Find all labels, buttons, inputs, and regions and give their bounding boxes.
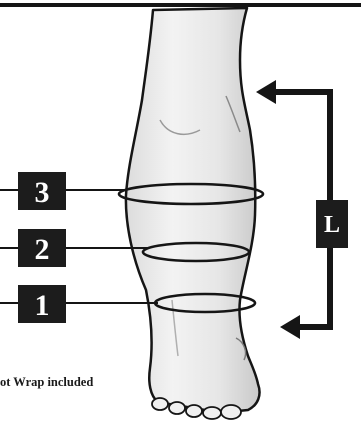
leg-illustration [126,8,260,419]
measurement-point-2-label: 2 [35,233,50,266]
measurement-point-2: 2 [18,229,66,267]
length-arrow-top [256,80,276,104]
measurement-point-1: 1 [18,285,66,323]
length-bracket: L [256,80,348,339]
measurement-point-3-label: 3 [35,176,50,209]
length-arrow-bottom [280,315,300,339]
measurement-point-1-label: 1 [35,289,50,322]
measurement-point-3: 3 [18,172,66,210]
length-label: L [324,212,340,238]
caption-text: ot Wrap included [0,375,93,389]
